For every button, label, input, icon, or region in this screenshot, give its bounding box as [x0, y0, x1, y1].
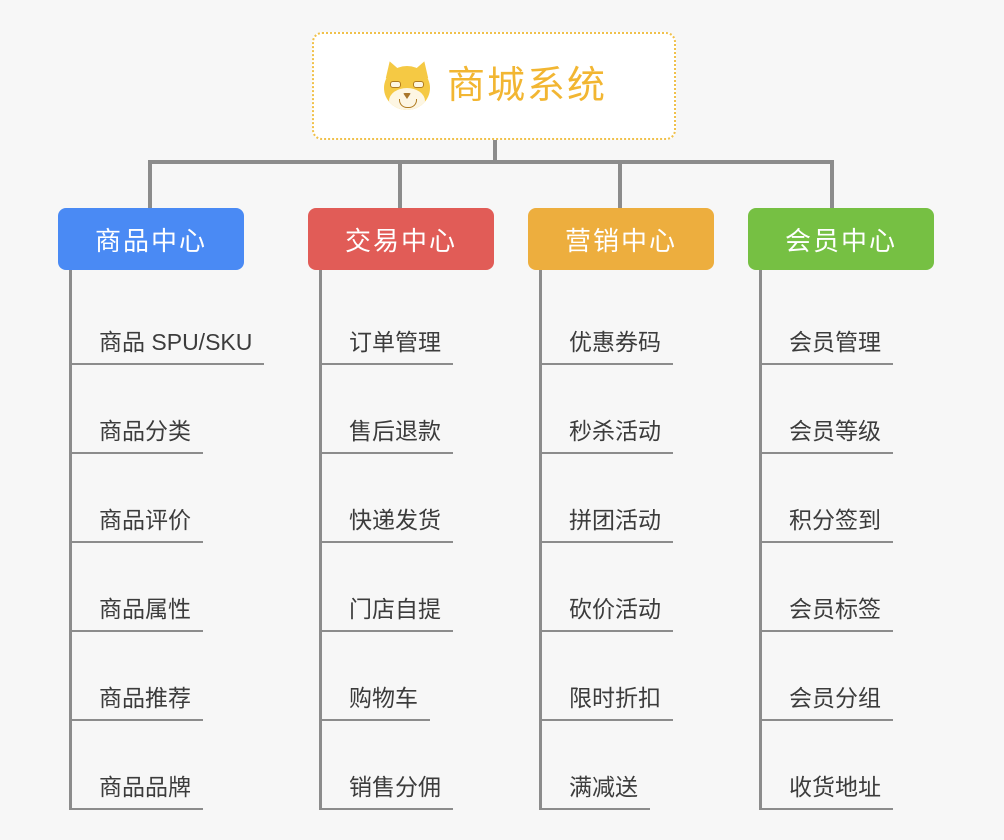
list-item[interactable]: 商品推荐 — [69, 632, 278, 721]
leaf-label: 满减送 — [539, 773, 650, 810]
leaf-label: 积分签到 — [759, 506, 893, 543]
leaf-label: 会员管理 — [759, 328, 893, 365]
leaf-list-marketing-center: 优惠券码 秒杀活动 拼团活动 砍价活动 限时折扣 满减送 — [528, 270, 748, 810]
branch-trade-center: 交易中心 订单管理 售后退款 快递发货 门店自提 购物车 销售分佣 — [308, 208, 528, 810]
leaf-label: 商品品牌 — [69, 773, 203, 810]
category-header-member-center[interactable]: 会员中心 — [748, 208, 934, 270]
list-item[interactable]: 商品分类 — [69, 365, 278, 454]
connector-trunk — [69, 270, 72, 810]
list-item[interactable]: 商品评价 — [69, 454, 278, 543]
root-node[interactable]: 商城系统 — [312, 32, 676, 140]
list-item[interactable]: 会员管理 — [759, 276, 968, 365]
leaf-label: 快递发货 — [319, 506, 453, 543]
leaf-label: 商品分类 — [69, 417, 203, 454]
list-item[interactable]: 快递发货 — [319, 454, 528, 543]
connector-trunk — [319, 270, 322, 810]
shiba-dog-face-icon — [381, 58, 433, 112]
leaf-label: 秒杀活动 — [539, 417, 673, 454]
list-item[interactable]: 拼团活动 — [539, 454, 748, 543]
leaf-label: 售后退款 — [319, 417, 453, 454]
list-item[interactable]: 销售分佣 — [319, 721, 528, 810]
leaf-label: 商品 SPU/SKU — [69, 328, 265, 365]
leaf-label: 销售分佣 — [319, 773, 453, 810]
list-item[interactable]: 限时折扣 — [539, 632, 748, 721]
category-title: 交易中心 — [344, 225, 457, 256]
leaf-label: 订单管理 — [319, 328, 453, 365]
list-item[interactable]: 商品品牌 — [69, 721, 278, 810]
root-title: 商城系统 — [446, 65, 607, 107]
leaf-label: 限时折扣 — [539, 684, 673, 721]
list-item[interactable]: 购物车 — [319, 632, 528, 721]
leaf-list-product-center: 商品 SPU/SKU 商品分类 商品评价 商品属性 商品推荐 商品品牌 — [58, 270, 278, 810]
connector-trunk — [759, 270, 762, 810]
branch-product-center: 商品中心 商品 SPU/SKU 商品分类 商品评价 商品属性 商品推荐 商品品牌 — [58, 208, 278, 810]
connector-root-stem — [493, 140, 497, 163]
connector-drop-3 — [618, 160, 622, 208]
category-title: 会员中心 — [784, 225, 897, 256]
leaf-label: 优惠券码 — [539, 328, 673, 365]
list-item[interactable]: 会员等级 — [759, 365, 968, 454]
category-title: 商品中心 — [94, 225, 207, 256]
list-item[interactable]: 订单管理 — [319, 276, 528, 365]
list-item[interactable]: 秒杀活动 — [539, 365, 748, 454]
leaf-label: 拼团活动 — [539, 506, 673, 543]
connector-horizontal-bus — [148, 160, 834, 164]
list-item[interactable]: 砍价活动 — [539, 543, 748, 632]
list-item[interactable]: 收货地址 — [759, 721, 968, 810]
list-item[interactable]: 满减送 — [539, 721, 748, 810]
connector-trunk — [539, 270, 542, 810]
leaf-label: 商品属性 — [69, 595, 203, 632]
leaf-label: 会员分组 — [759, 684, 893, 721]
leaf-label: 商品推荐 — [69, 684, 203, 721]
category-header-product-center[interactable]: 商品中心 — [58, 208, 244, 270]
branch-marketing-center: 营销中心 优惠券码 秒杀活动 拼团活动 砍价活动 限时折扣 满减送 — [528, 208, 748, 810]
connector-drop-4 — [830, 160, 834, 208]
connector-drop-2 — [398, 160, 402, 208]
branch-member-center: 会员中心 会员管理 会员等级 积分签到 会员标签 会员分组 收货地址 — [748, 208, 968, 810]
category-header-marketing-center[interactable]: 营销中心 — [528, 208, 714, 270]
leaf-label: 会员标签 — [759, 595, 893, 632]
leaf-label: 商品评价 — [69, 506, 203, 543]
list-item[interactable]: 会员分组 — [759, 632, 968, 721]
list-item[interactable]: 商品 SPU/SKU — [69, 276, 278, 365]
connector-drop-1 — [148, 160, 152, 208]
list-item[interactable]: 门店自提 — [319, 543, 528, 632]
leaf-list-member-center: 会员管理 会员等级 积分签到 会员标签 会员分组 收货地址 — [748, 270, 968, 810]
category-title: 营销中心 — [564, 225, 677, 256]
list-item[interactable]: 商品属性 — [69, 543, 278, 632]
leaf-list-trade-center: 订单管理 售后退款 快递发货 门店自提 购物车 销售分佣 — [308, 270, 528, 810]
leaf-label: 砍价活动 — [539, 595, 673, 632]
list-item[interactable]: 会员标签 — [759, 543, 968, 632]
list-item[interactable]: 优惠券码 — [539, 276, 748, 365]
list-item[interactable]: 售后退款 — [319, 365, 528, 454]
leaf-label: 购物车 — [319, 684, 430, 721]
category-header-trade-center[interactable]: 交易中心 — [308, 208, 494, 270]
list-item[interactable]: 积分签到 — [759, 454, 968, 543]
leaf-label: 会员等级 — [759, 417, 893, 454]
leaf-label: 收货地址 — [759, 773, 893, 810]
leaf-label: 门店自提 — [319, 595, 453, 632]
